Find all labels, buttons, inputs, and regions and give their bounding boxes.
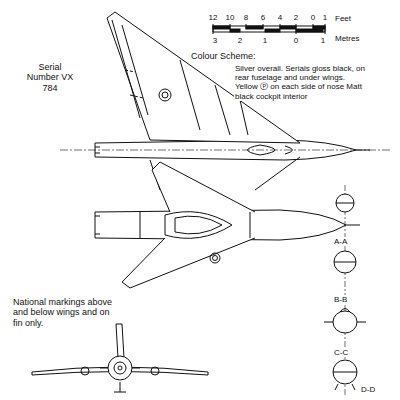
- scale-number: 8: [243, 13, 249, 22]
- section-label: D-D: [360, 385, 376, 394]
- scale-number: 1: [262, 36, 268, 45]
- scale-unit: Feet: [334, 14, 352, 23]
- scale-number: 2: [237, 36, 243, 45]
- scale-number: 1: [322, 13, 328, 22]
- markings-note: National markings above and below wings …: [12, 297, 114, 328]
- scale-number: 3: [212, 36, 218, 45]
- section-label: B-B: [333, 295, 348, 304]
- scale-number: 6: [260, 13, 266, 22]
- scale-number: 1: [320, 36, 326, 45]
- section-label: C-C: [333, 348, 349, 357]
- scale-unit: Metres: [334, 34, 360, 43]
- scale-number: 12: [208, 13, 219, 22]
- scale-number: 0: [310, 13, 316, 22]
- plan-view: [60, 12, 392, 190]
- scale-number: 2: [293, 13, 299, 22]
- scale-number: 4: [277, 13, 283, 22]
- front-view: [32, 324, 208, 392]
- underside-view: [95, 162, 360, 288]
- cross-sections: [324, 185, 366, 396]
- serial-note: Serial Number VX 784: [24, 62, 76, 93]
- scale-number: 0: [293, 36, 299, 45]
- section-label: A-A: [333, 237, 348, 246]
- colour-note: Silver overall. Serials gloss black, on …: [234, 64, 368, 101]
- colour-heading: Colour Scheme:: [190, 51, 257, 61]
- scale-bar: [213, 24, 325, 34]
- scale-number: 10: [225, 13, 236, 22]
